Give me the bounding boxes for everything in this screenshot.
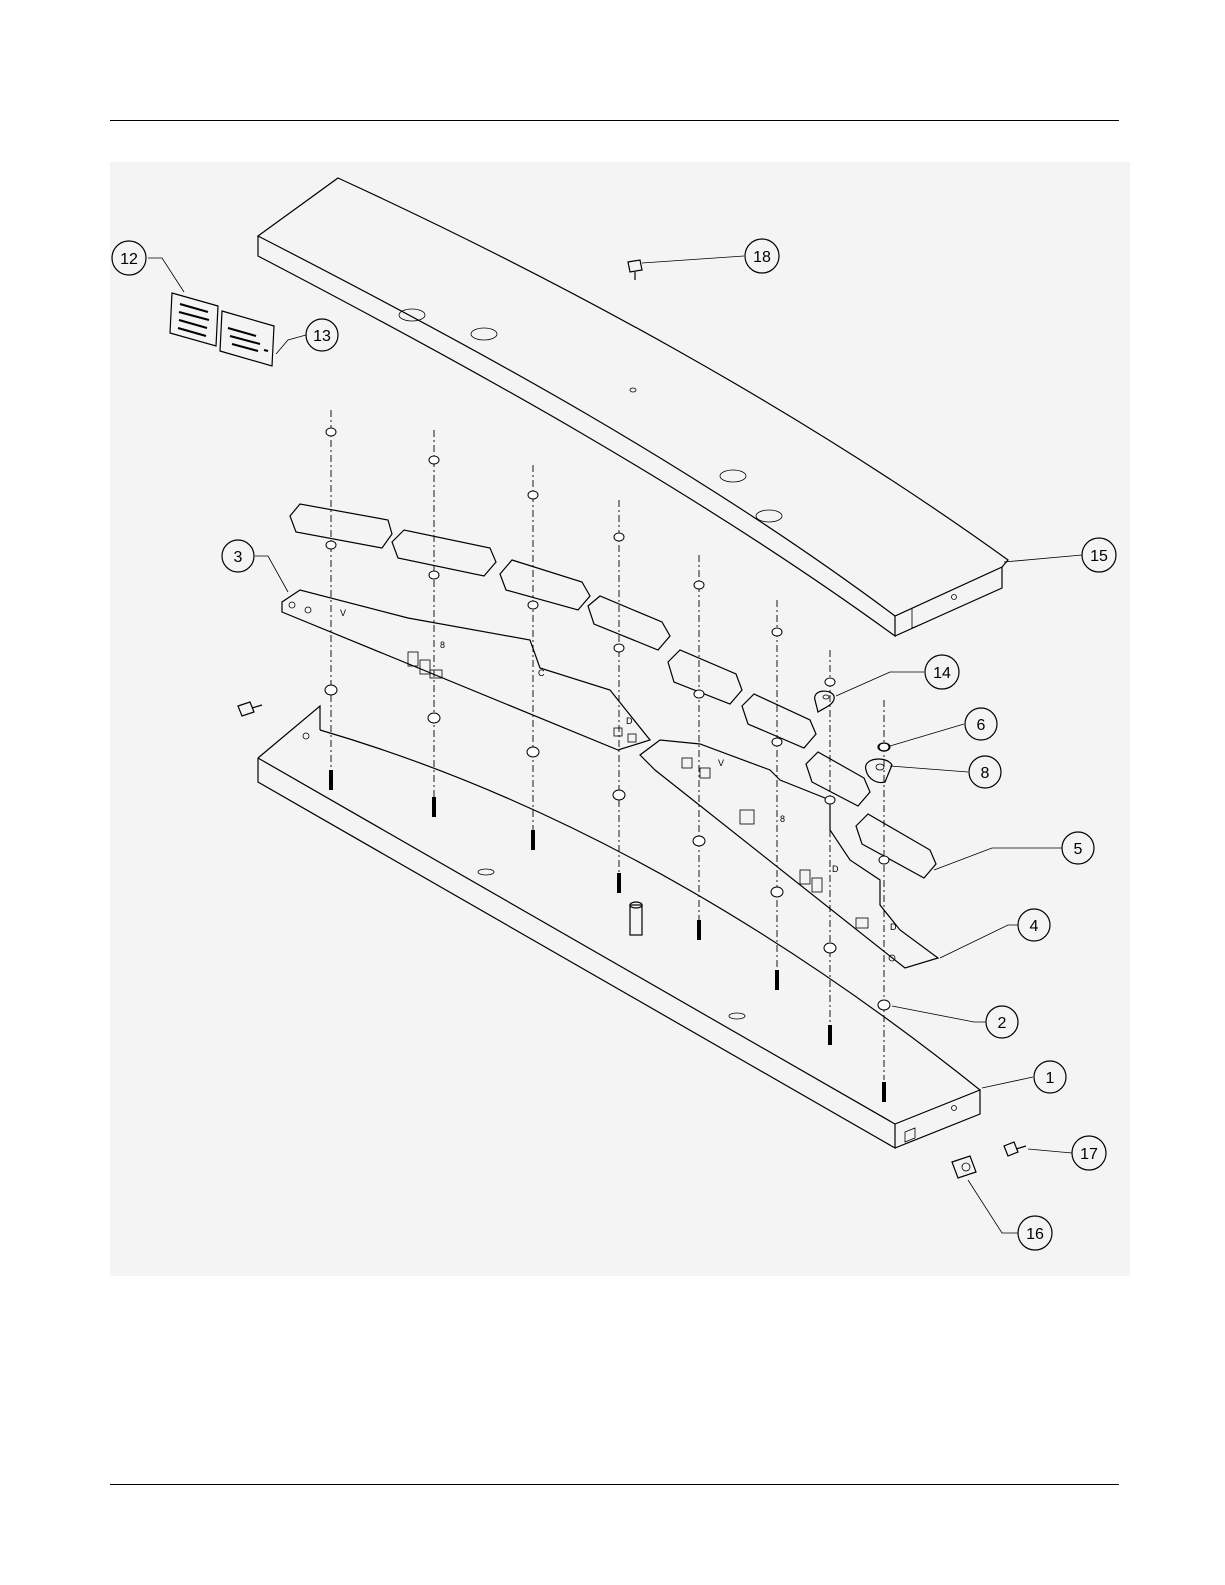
nut-hardware (326, 428, 889, 864)
callout-17: 17 (1072, 1136, 1106, 1170)
callout-2: 2 (986, 1006, 1018, 1038)
svg-text:18: 18 (753, 249, 771, 266)
svg-text:8: 8 (981, 765, 990, 782)
svg-text:C: C (538, 668, 545, 678)
spacer-hardware (325, 685, 890, 1010)
cable-clamp-part (815, 691, 835, 712)
svg-text:6: 6 (977, 717, 986, 734)
svg-text:4: 4 (1030, 918, 1039, 935)
callout-4: 4 (1018, 909, 1050, 941)
exploded-view-drawing: V 8 C D V 8 D D (110, 162, 1130, 1276)
stud-hardware (331, 770, 884, 1102)
leader-lines (148, 256, 1082, 1233)
callout-5: 5 (1062, 832, 1094, 864)
svg-text:V: V (718, 758, 724, 768)
callout-15: 15 (1082, 538, 1116, 572)
info-label-part (220, 311, 274, 366)
callout-3: 3 (222, 540, 254, 572)
callout-1: 1 (1034, 1061, 1066, 1093)
footer-rule (110, 1484, 1119, 1485)
key-cap-row-part (290, 504, 936, 878)
svg-text:1: 1 (1046, 1070, 1055, 1087)
top-cover-part (258, 178, 1008, 636)
callout-12: 12 (112, 241, 146, 275)
fastener-axes (331, 410, 884, 1080)
callout-16: 16 (1018, 1216, 1052, 1250)
callout-8: 8 (969, 756, 1001, 788)
warning-label-part (170, 293, 218, 346)
loose-screw-part (238, 702, 262, 716)
header-rule (110, 120, 1119, 121)
svg-text:13: 13 (313, 328, 331, 345)
svg-text:3: 3 (234, 549, 243, 566)
svg-text:D: D (626, 716, 633, 726)
left-circuit-board-part: V 8 C D (282, 590, 650, 750)
callout-6: 6 (965, 708, 997, 740)
callout-18: 18 (745, 239, 779, 273)
svg-text:17: 17 (1080, 1146, 1098, 1163)
standoff-part (630, 902, 642, 935)
svg-text:D: D (890, 922, 897, 932)
right-circuit-board-part: V 8 D D (640, 740, 938, 968)
svg-text:15: 15 (1090, 548, 1108, 565)
cage-nut-part (952, 1156, 976, 1178)
top-screw-part (628, 260, 642, 280)
bottom-screw-part (1004, 1142, 1026, 1156)
svg-text:D: D (832, 864, 839, 874)
svg-text:14: 14 (933, 665, 951, 682)
clip-part (866, 759, 892, 783)
svg-text:8: 8 (440, 640, 445, 650)
callout-14: 14 (925, 655, 959, 689)
svg-text:8: 8 (780, 814, 785, 824)
svg-text:16: 16 (1026, 1226, 1044, 1243)
exploded-view-svg: V 8 C D V 8 D D (110, 162, 1130, 1276)
svg-text:2: 2 (998, 1015, 1007, 1032)
svg-text:V: V (340, 608, 346, 618)
svg-text:5: 5 (1074, 841, 1083, 858)
svg-text:12: 12 (120, 251, 138, 268)
callout-13: 13 (306, 319, 338, 351)
